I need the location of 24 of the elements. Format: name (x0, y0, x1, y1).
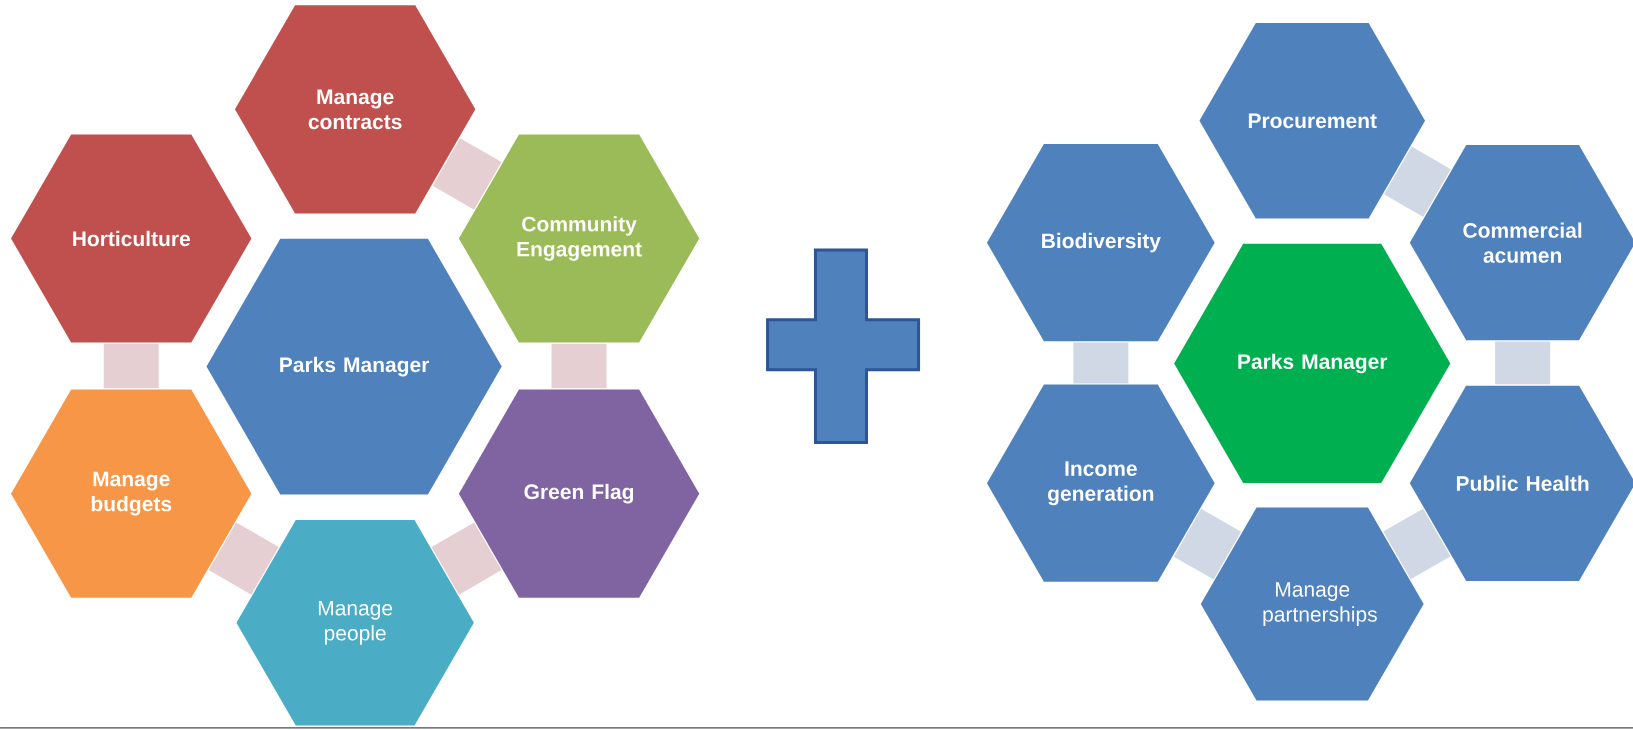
hexagon: Manage people (236, 519, 474, 726)
connector-band (432, 138, 502, 210)
connector-band (103, 343, 159, 389)
hexagon: Income generation (986, 384, 1215, 582)
hexagon: Manage contracts (234, 5, 476, 214)
hexagon: Community Engagement (458, 134, 700, 343)
hexagon: Parks Manager (206, 238, 502, 495)
hexagon: Public Health (1409, 385, 1633, 581)
hexagon: Procurement (1199, 23, 1426, 219)
connector-band (1383, 508, 1451, 580)
hexagon: Parks Manager (1174, 243, 1451, 484)
hexagon: Manage partnerships (1200, 507, 1424, 701)
hexagon: Biodiversity (986, 144, 1215, 342)
hexagon: Green Flag (458, 389, 700, 598)
connector-band (1384, 146, 1451, 217)
hexagon: Horticulture (11, 134, 252, 343)
connector-band (1173, 508, 1242, 580)
hexagon: Commercial acumen (1409, 144, 1633, 341)
connector-band (208, 522, 279, 595)
connector-band (551, 343, 607, 389)
connector-band (1073, 342, 1129, 384)
hexagon: Manage budgets (11, 389, 252, 598)
connector-band (1495, 341, 1551, 385)
connector-band (431, 522, 502, 595)
